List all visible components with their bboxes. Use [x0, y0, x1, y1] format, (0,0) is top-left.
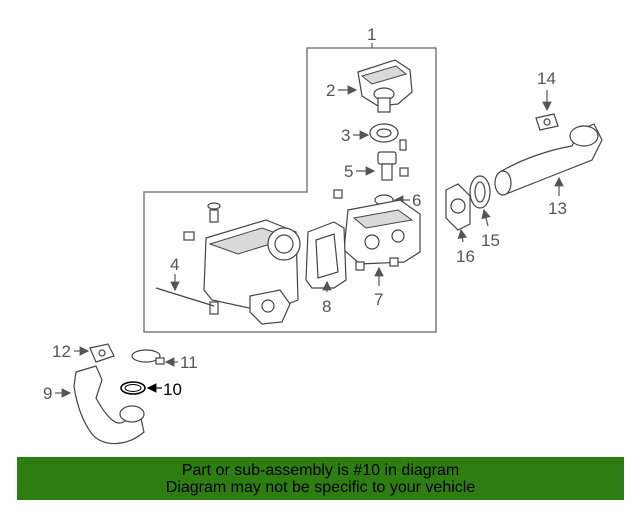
- callout-15[interactable]: 15: [481, 208, 500, 250]
- svg-text:11: 11: [180, 353, 198, 372]
- part-7-bracket[interactable]: [343, 199, 421, 271]
- callout-16[interactable]: 16: [456, 228, 475, 266]
- svg-text:14: 14: [537, 69, 556, 88]
- svg-text:10: 10: [163, 380, 182, 399]
- info-banner: Part or sub-assembly is #10 in diagram D…: [17, 457, 624, 500]
- assembly-outline: [143, 47, 437, 333]
- svg-text:8: 8: [322, 297, 331, 316]
- part-8-gasket-plate[interactable]: [305, 221, 347, 289]
- part-14-gasket[interactable]: [535, 113, 559, 131]
- part-5-sensor[interactable]: [377, 151, 409, 181]
- svg-text:5: 5: [344, 162, 353, 181]
- svg-text:13: 13: [548, 199, 567, 218]
- callout-12[interactable]: 12: [52, 342, 90, 361]
- part-13-pipe[interactable]: [494, 123, 603, 196]
- part-4-rod[interactable]: [155, 287, 215, 307]
- part-10-seal-ring[interactable]: [120, 381, 146, 395]
- callout-2[interactable]: 2: [326, 81, 358, 100]
- banner-line-1: Part or sub-assembly is #10 in diagram: [181, 462, 460, 479]
- cooler-body[interactable]: [183, 202, 301, 325]
- callout-4[interactable]: 4: [170, 255, 180, 292]
- callout-9[interactable]: 9: [43, 384, 72, 403]
- svg-text:6: 6: [412, 191, 421, 210]
- part-16-flange[interactable]: [445, 183, 471, 231]
- part-11-clamp[interactable]: [131, 349, 165, 365]
- svg-text:3: 3: [341, 126, 350, 145]
- svg-text:16: 16: [456, 247, 475, 266]
- svg-text:15: 15: [481, 231, 500, 250]
- callout-1[interactable]: 1: [367, 25, 376, 48]
- callout-5[interactable]: 5: [344, 162, 376, 181]
- part-9-pipe[interactable]: [73, 365, 145, 445]
- svg-text:7: 7: [374, 290, 383, 309]
- part-12-gasket[interactable]: [89, 343, 115, 363]
- callout-3[interactable]: 3: [341, 126, 370, 145]
- svg-text:2: 2: [326, 81, 335, 100]
- svg-text:12: 12: [52, 342, 71, 361]
- part-3-gasket[interactable]: [369, 123, 407, 151]
- callout-11[interactable]: 11: [164, 353, 198, 372]
- svg-text:1: 1: [367, 25, 376, 44]
- callout-8[interactable]: 8: [322, 280, 332, 316]
- svg-text:4: 4: [170, 255, 179, 274]
- part-15-clamp-ring[interactable]: [469, 175, 491, 209]
- callout-14[interactable]: 14: [537, 69, 556, 112]
- svg-text:9: 9: [43, 384, 52, 403]
- callout-7[interactable]: 7: [374, 266, 384, 309]
- banner-line-2: Diagram may not be specific to your vehi…: [165, 479, 476, 496]
- callout-10[interactable]: 10: [146, 380, 182, 399]
- callout-13[interactable]: 13: [548, 176, 567, 218]
- part-2-valve-body[interactable]: [357, 59, 413, 113]
